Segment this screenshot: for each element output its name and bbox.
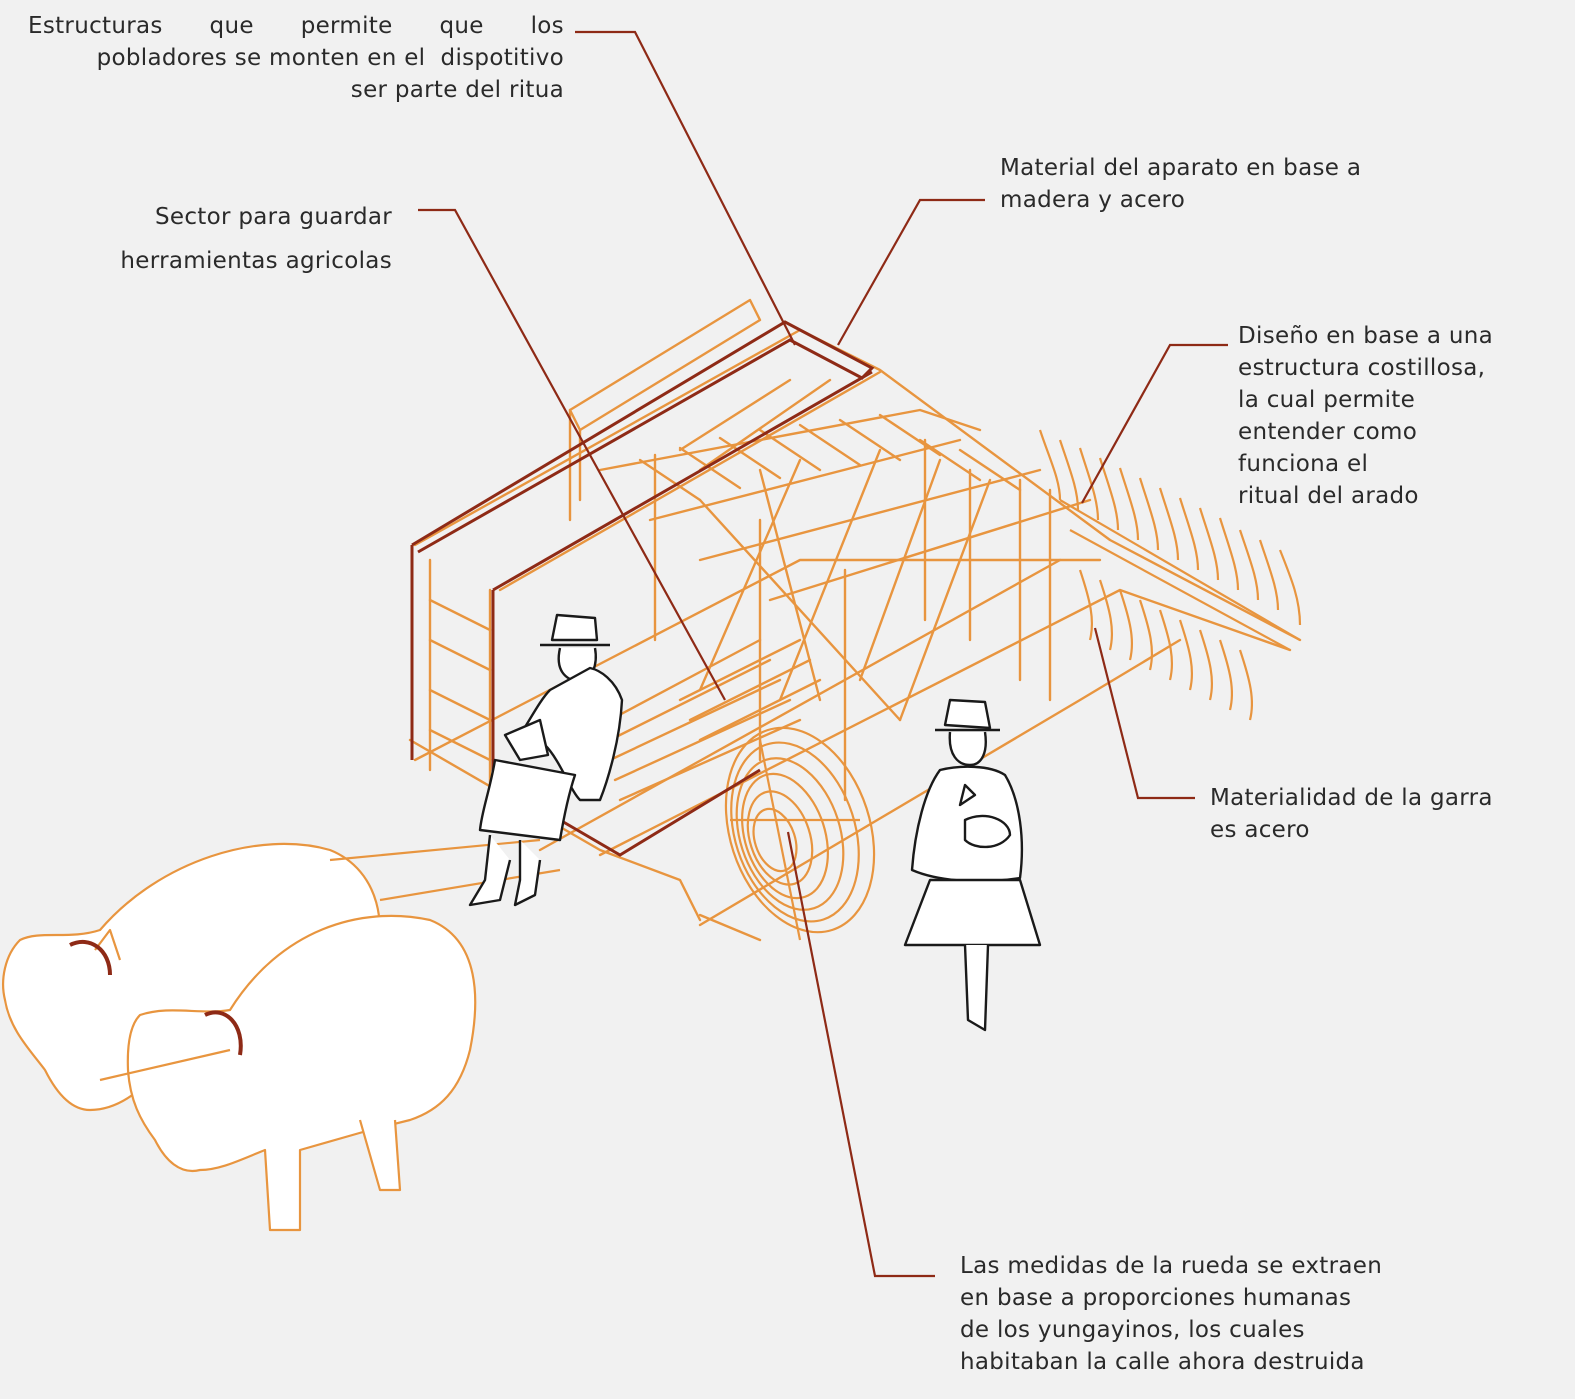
- leader-diseno: [1081, 343, 1228, 504]
- annotation-rueda-line2: en base a proporciones humanas: [960, 1285, 1352, 1311]
- ox-figure-2: [126, 914, 477, 1232]
- plow-cart-structure: [408, 298, 1302, 942]
- riding-frame-highlight: [410, 320, 875, 857]
- leader-estructuras: [575, 30, 796, 346]
- annotation-garra-line1: Materialidad de la garra: [1210, 785, 1493, 811]
- annotation-sector-line2: herramientas agricolas: [120, 248, 392, 274]
- annotation-garra-line2: es acero: [1210, 817, 1310, 843]
- annotation-estructuras-line1: Estructuras que permite que los: [28, 10, 564, 42]
- annotation-material-line2: madera y acero: [1000, 187, 1186, 213]
- word: que: [209, 13, 254, 39]
- word: los: [530, 13, 564, 39]
- leader-sector: [418, 208, 726, 701]
- claw-rake: [1038, 429, 1302, 721]
- annotation-rueda-line3: de los yungayinos, los cuales: [960, 1317, 1305, 1343]
- word: permite: [300, 13, 393, 39]
- annotation-sector: Sector para guardar herramientas agricol…: [80, 195, 392, 283]
- annotation-diseno-line5: funciona el: [1238, 451, 1369, 477]
- leader-lines: [418, 30, 1228, 1278]
- leader-rueda: [786, 831, 935, 1278]
- leader-material: [837, 198, 985, 346]
- annotation-estructuras-line3: ser parte del ritua: [350, 77, 564, 103]
- annotation-diseno-line1: Diseño en base a una: [1238, 323, 1494, 349]
- ox-collar: [69, 939, 243, 1056]
- annotation-garra: Materialidad de la garra es acero: [1210, 782, 1493, 846]
- leader-garra: [1093, 627, 1195, 800]
- annotation-rueda: Las medidas de la rueda se extraen en ba…: [960, 1250, 1382, 1378]
- word: Estructuras: [28, 13, 163, 39]
- annotation-diseno-line4: entender como: [1238, 419, 1418, 445]
- annotation-material: Material del aparato en base a madera y …: [1000, 152, 1361, 216]
- word: que: [439, 13, 484, 39]
- annotation-estructuras: Estructuras que permite que los poblador…: [28, 10, 564, 106]
- seated-woman-figure: [468, 613, 624, 907]
- annotation-diseno-line3: la cual permite: [1238, 387, 1416, 413]
- annotation-estructuras-line2: pobladores se monten en el dispotitivo: [96, 45, 564, 71]
- annotation-material-line1: Material del aparato en base a: [1000, 155, 1362, 181]
- annotation-diseno-line2: estructura costillosa,: [1238, 355, 1486, 381]
- annotation-sector-line1: Sector para guardar: [155, 204, 392, 230]
- annotation-rueda-line4: habitaban la calle ahora destruida: [960, 1349, 1365, 1375]
- wheel: [724, 726, 876, 941]
- annotation-diseno-line6: ritual del arado: [1238, 483, 1419, 509]
- standing-woman-figure: [903, 698, 1042, 1032]
- annotation-rueda-line1: Las medidas de la rueda se extraen: [960, 1253, 1383, 1279]
- annotation-diseno: Diseño en base a una estructura costillo…: [1238, 320, 1493, 512]
